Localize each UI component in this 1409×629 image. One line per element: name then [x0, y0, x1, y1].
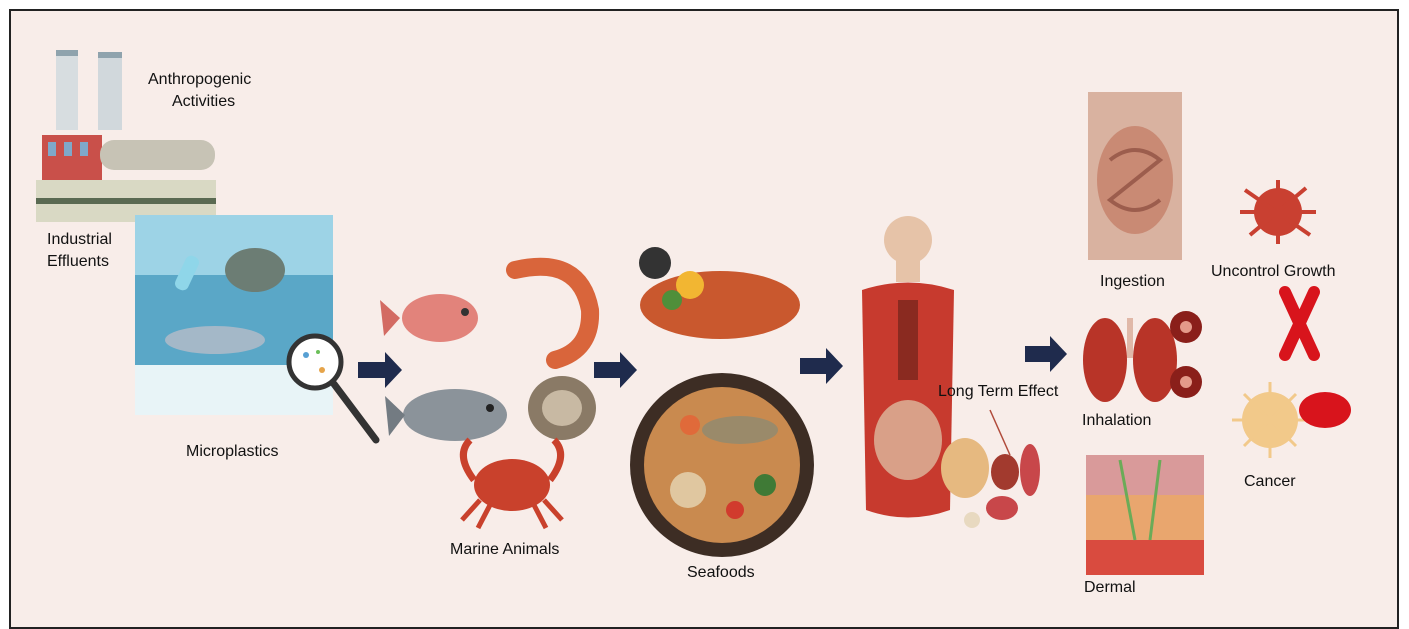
intestine-icon — [1088, 92, 1182, 260]
flow-arrow-2 — [594, 352, 637, 388]
label-marine-animals: Marine Animals — [450, 540, 559, 560]
label-inhalation: Inhalation — [1082, 411, 1151, 431]
label-uncontrol-growth: Uncontrol Growth — [1211, 262, 1336, 282]
organs-icon — [941, 410, 1040, 528]
flow-arrow-1 — [358, 352, 402, 388]
lobster-dish-icon — [639, 247, 800, 339]
label-ingestion: Ingestion — [1100, 272, 1165, 292]
oyster-icon — [528, 376, 596, 440]
skin-layer-icon — [1086, 455, 1204, 575]
label-microplastics: Microplastics — [186, 442, 278, 462]
fish-icon — [385, 389, 507, 441]
label-effluents: Effluents — [47, 252, 109, 272]
seafood-platter-icon — [630, 373, 814, 557]
label-long-term-effect: Long Term Effect — [938, 382, 1058, 402]
human-torso-icon — [862, 216, 954, 518]
cancer-cell-icon — [1240, 180, 1316, 244]
flow-arrow-4 — [1025, 336, 1067, 372]
label-industrial: Industrial — [47, 230, 112, 250]
flow-arrow-3 — [800, 348, 843, 384]
label-seafoods: Seafoods — [687, 563, 755, 583]
cancer-cell-icon — [1232, 382, 1351, 458]
shrimp-icon — [515, 267, 590, 360]
label-activities: Activities — [172, 92, 235, 112]
label-dermal: Dermal — [1084, 578, 1136, 598]
label-cancer: Cancer — [1244, 472, 1296, 492]
awareness-ribbon-icon — [1285, 292, 1314, 355]
fish-icon — [380, 294, 478, 342]
label-anthropogenic: Anthropogenic — [148, 70, 251, 90]
lungs-icon — [1083, 311, 1202, 402]
crab-icon — [462, 440, 562, 528]
